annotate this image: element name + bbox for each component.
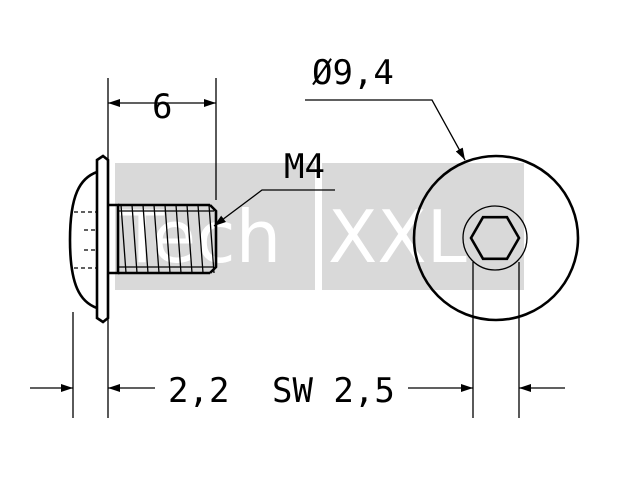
watermark-box-right <box>322 163 524 290</box>
thread-crests <box>120 204 215 274</box>
dim-thread-size-label: M4 <box>284 147 325 187</box>
dim-thread-size: M4 <box>213 147 335 227</box>
screw-thread <box>108 203 218 275</box>
screw-head-dome <box>68 170 98 310</box>
dim-socket-size-label: SW 2,5 <box>272 371 395 411</box>
screw-flange <box>95 154 110 324</box>
dim-head-diameter-label: Ø9,4 <box>312 53 394 93</box>
watermark: Tech XXL <box>115 163 524 290</box>
dim-socket-size: SW 2,5 <box>272 371 565 411</box>
dim-head-height-label: 2,2 <box>168 371 229 411</box>
head-outer-circle <box>412 154 580 322</box>
socket-hidden-lines <box>74 211 97 269</box>
dim-head-diameter: Ø9,4 <box>305 53 466 161</box>
dim-head-height: 2,2 <box>30 371 229 411</box>
dim-thread-length-label: 6 <box>152 87 172 127</box>
dim-thread-length: 6 <box>108 87 216 127</box>
watermark-text-right: XXL <box>328 195 467 279</box>
extension-lines <box>72 78 520 418</box>
screw-front-view <box>412 154 580 322</box>
socket-circle <box>462 205 528 271</box>
hex-socket <box>469 215 521 261</box>
